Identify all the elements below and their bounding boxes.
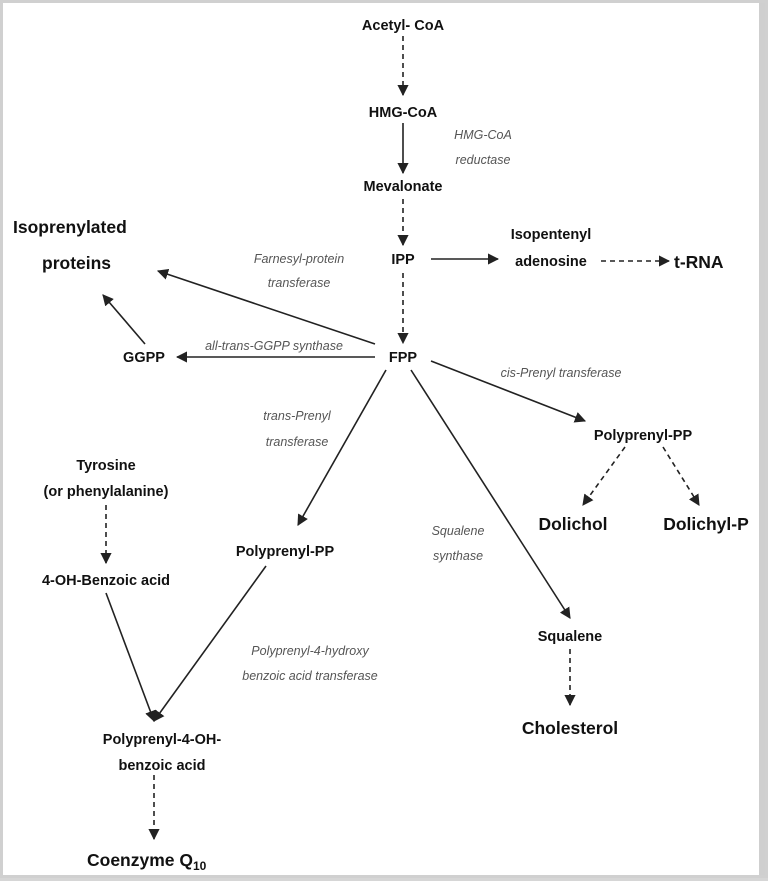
node-fpp: FPP bbox=[389, 350, 418, 366]
node-polyprenyl-pp-right: Polyprenyl-PP bbox=[594, 428, 693, 444]
node-isopentenyl-line1: Isopentenyl bbox=[511, 227, 592, 243]
node-trna: t-RNA bbox=[674, 252, 724, 272]
enzyme-polyprenyl-transferase-line2: benzoic acid transferase bbox=[242, 669, 378, 683]
pathway-diagram: Acetyl- CoA HMG-CoA Mevalonate IPP Isope… bbox=[13, 18, 749, 873]
node-isopentenyl-line2: adenosine bbox=[515, 254, 587, 270]
enzyme-squalene-synthase-line2: synthase bbox=[433, 549, 483, 563]
node-tyrosine-line2: (or phenylalanine) bbox=[44, 484, 169, 500]
node-squalene: Squalene bbox=[538, 629, 602, 645]
arrow-polyprenyl-to-dolichyl bbox=[662, 446, 700, 506]
arrow-benzoic-to-polyprenyl-4oh bbox=[105, 592, 156, 723]
arrow-fpp-to-polyprenyl-left bbox=[297, 369, 387, 526]
enzyme-hmg-coa-reductase-line2: reductase bbox=[456, 153, 511, 167]
coenzyme-q-label: Coenzyme Q bbox=[87, 850, 193, 870]
node-coenzyme-q10: Coenzyme Q10 bbox=[87, 850, 207, 873]
node-ipp: IPP bbox=[391, 252, 415, 268]
coenzyme-q-subscript: 10 bbox=[193, 859, 207, 873]
enzyme-farnesyl-line2: transferase bbox=[268, 276, 331, 290]
enzyme-cis-prenyl-transferase: cis-Prenyl transferase bbox=[501, 366, 622, 380]
node-cholesterol: Cholesterol bbox=[522, 718, 618, 738]
enzyme-trans-prenyl-line2: transferase bbox=[266, 435, 329, 449]
enzyme-farnesyl-line1: Farnesyl-protein bbox=[254, 252, 344, 266]
node-hmg-coa: HMG-CoA bbox=[369, 105, 438, 121]
node-isoprenylated-line2: proteins bbox=[42, 253, 111, 273]
enzyme-trans-prenyl-line1: trans-Prenyl bbox=[263, 409, 332, 423]
node-polyprenyl-4oh-line2: benzoic acid bbox=[118, 758, 205, 774]
node-tyrosine-line1: Tyrosine bbox=[76, 458, 135, 474]
enzyme-squalene-synthase-line1: Squalene bbox=[432, 524, 485, 538]
arrow-polyprenyl-left-to-polyprenyl-4oh bbox=[153, 565, 267, 722]
enzyme-ggpp-synthase: all-trans-GGPP synthase bbox=[205, 339, 343, 353]
node-polyprenyl-pp-left: Polyprenyl-PP bbox=[236, 544, 335, 560]
arrow-fpp-to-squalene bbox=[410, 369, 571, 619]
node-polyprenyl-4oh-line1: Polyprenyl-4-OH- bbox=[103, 732, 222, 748]
enzyme-polyprenyl-transferase-line1: Polyprenyl-4-hydroxy bbox=[251, 644, 369, 658]
node-acetyl-coa: Acetyl- CoA bbox=[362, 18, 445, 34]
enzyme-hmg-coa-reductase-line1: HMG-CoA bbox=[454, 128, 512, 142]
node-mevalonate: Mevalonate bbox=[364, 179, 443, 195]
node-dolichyl-p: Dolichyl-P bbox=[663, 514, 749, 534]
node-4oh-benzoic-acid: 4-OH-Benzoic acid bbox=[42, 573, 170, 589]
arrow-fpp-to-polyprenyl-right bbox=[430, 360, 587, 423]
arrow-fpp-to-isoprenylated bbox=[156, 268, 376, 345]
arrow-ggpp-to-isoprenylated bbox=[102, 294, 146, 345]
arrow-polyprenyl-to-dolichol bbox=[582, 446, 626, 506]
node-dolichol: Dolichol bbox=[538, 514, 607, 534]
node-ggpp: GGPP bbox=[123, 350, 165, 366]
node-isoprenylated-line1: Isoprenylated bbox=[13, 217, 127, 237]
